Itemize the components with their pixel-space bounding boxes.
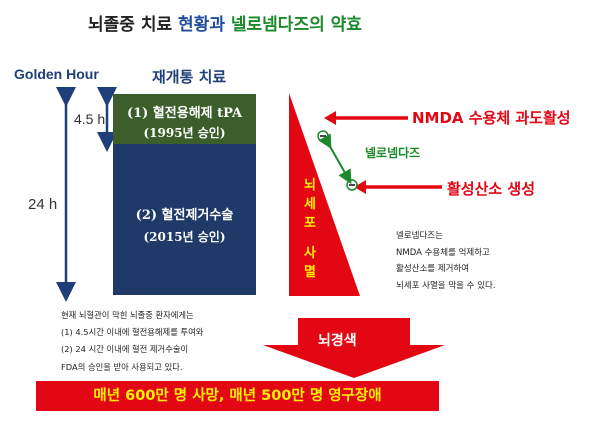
desc-line-4: 뇌세포 사멸을 막을 수 있다.: [396, 280, 496, 291]
minus-circle-icon: [346, 179, 358, 191]
title-part-2: 현황과: [178, 15, 231, 35]
tri-char-5: 멸: [304, 265, 316, 280]
double-arrow-icon: [318, 133, 352, 185]
down-arrow-icon: [263, 318, 445, 378]
foot-line-3: (2) 24 시간 이내에 혈전 제거수술이: [61, 344, 189, 355]
title-part-1: 뇌졸중 치료: [88, 15, 179, 35]
desc-line-2: NMDA 수용체를 억제하고: [396, 247, 490, 258]
triangle-label-bottom: 사 멸: [302, 244, 318, 282]
tri-char-3: 포: [304, 216, 316, 231]
title-part-3: 넬로넴다즈의 약효: [230, 15, 362, 35]
infarct-label: 뇌경색: [318, 333, 357, 349]
thrombectomy-box-title: (2) 혈전제거수술: [135, 208, 234, 223]
desc-line-3: 활성산소를 제거하여: [396, 264, 470, 274]
mechanism-description: 넬로넴다즈는 NMDA 수용체를 억제하고 활성산소를 제거하여 뇌세포 사멸을…: [396, 228, 496, 294]
tri-char-4: 사: [304, 246, 316, 261]
tpa-box-year: (1995년 승인): [143, 126, 226, 140]
time-24h-label: 24 h: [28, 196, 58, 213]
triangle-label-top: 뇌 세 포: [302, 176, 318, 233]
nmda-label: NMDA 수용체 과도활성: [412, 109, 571, 127]
thrombectomy-box-year: (2015년 승인): [143, 230, 226, 244]
tpa-box-title: (1) 혈전용해제 tPA: [126, 106, 243, 121]
thrombectomy-box: (2) 혈전제거수술 (2015년 승인): [113, 144, 256, 295]
statistics-banner: 매년 600만 명 사망, 매년 500만 명 영구장애: [36, 381, 439, 411]
tpa-box: (1) 혈전용해제 tPA (1995년 승인): [113, 94, 256, 144]
foot-line-2: (1) 4.5시간 이내에 혈전용해제를 투여와: [61, 327, 204, 338]
golden-hour-label: Golden Hour: [14, 66, 99, 82]
desc-line-1: 넬로넴다즈는: [396, 231, 443, 241]
minus-circle-icon: [317, 130, 329, 142]
time-45h-label: 4.5 h: [74, 111, 106, 127]
foot-line-4: FDA의 승인을 받아 사용되고 있다.: [61, 361, 183, 372]
ros-label: 활성산소 생성: [447, 180, 536, 198]
recanalization-heading: 재개통 치료: [152, 68, 227, 86]
cell-death-triangle: [289, 93, 360, 296]
tri-char-2: 세: [304, 197, 316, 212]
page-title: 뇌졸중 치료 현황과 넬로넴다즈의 약효: [88, 10, 362, 35]
footnote: 현재 뇌혈관이 막힌 뇌졸중 환자에게는 (1) 4.5시간 이내에 혈전용해제…: [61, 307, 203, 376]
tri-char-1: 뇌: [304, 178, 316, 193]
nerinemdaz-label: 넬로넴다즈: [365, 146, 421, 160]
foot-line-1: 현재 뇌혈관이 막힌 뇌졸중 환자에게는: [61, 310, 194, 320]
